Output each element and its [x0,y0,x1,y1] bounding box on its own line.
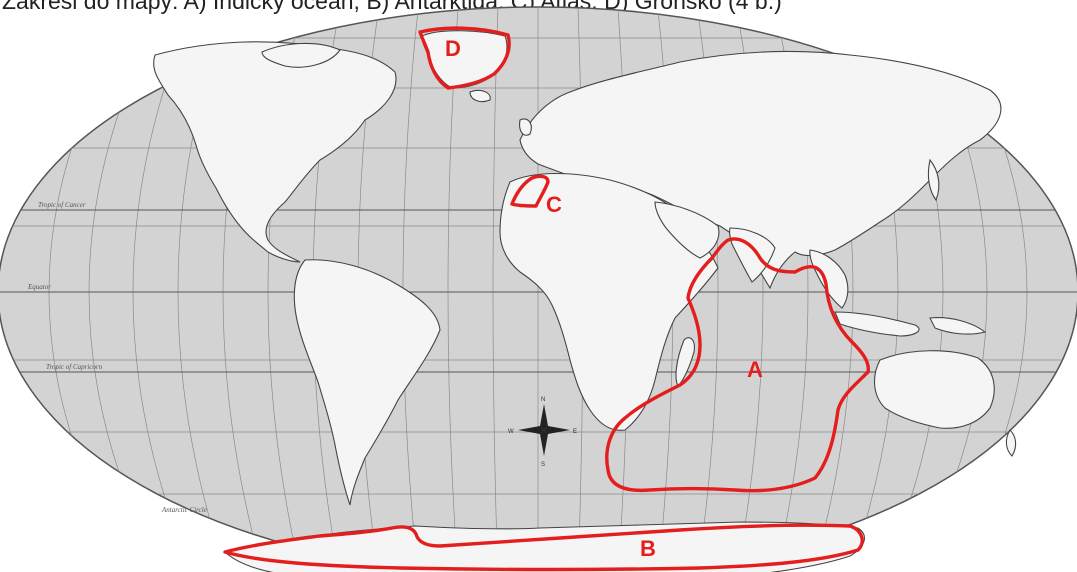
land-british-isles [519,118,532,136]
land-japan [927,158,940,202]
compass-s: S [541,462,545,468]
land-indonesia [834,311,920,337]
zone-label-a: A [747,357,763,382]
compass-n: N [541,397,545,403]
zone-label-c: C [546,192,562,217]
land-madagascar [675,337,695,387]
land-new-zealand [1005,429,1017,457]
answer-zones: A B C D [223,26,870,572]
compass-e: E [573,429,577,435]
land-iceland [469,89,491,103]
compass-rose-icon: N S E W [508,397,577,468]
land-arabia [654,201,720,259]
label-tropic-capricorn: Tropic of Capricorn [46,363,103,371]
latitude-labels: Tropic of Cancer Equator Tropic of Capri… [27,201,207,514]
zone-label-d: D [445,36,461,61]
landmasses [153,30,1017,572]
zone-a-indian-ocean [605,237,870,493]
land-north-america [153,41,397,263]
compass-w: W [508,429,514,435]
land-canada-islands [261,42,341,68]
land-australia [874,350,995,429]
land-new-guinea [929,317,987,335]
zone-c-atlas [510,174,550,208]
label-antarctic-circle: Antarctic Circle [161,506,207,514]
zone-b-antarctica [223,523,864,572]
land-antarctica [223,521,865,572]
label-tropic-cancer: Tropic of Cancer [38,201,86,209]
zone-d-greenland [418,26,511,90]
land-south-america [293,259,441,506]
label-equator: Equator [27,283,51,291]
zone-label-b: B [640,536,656,561]
